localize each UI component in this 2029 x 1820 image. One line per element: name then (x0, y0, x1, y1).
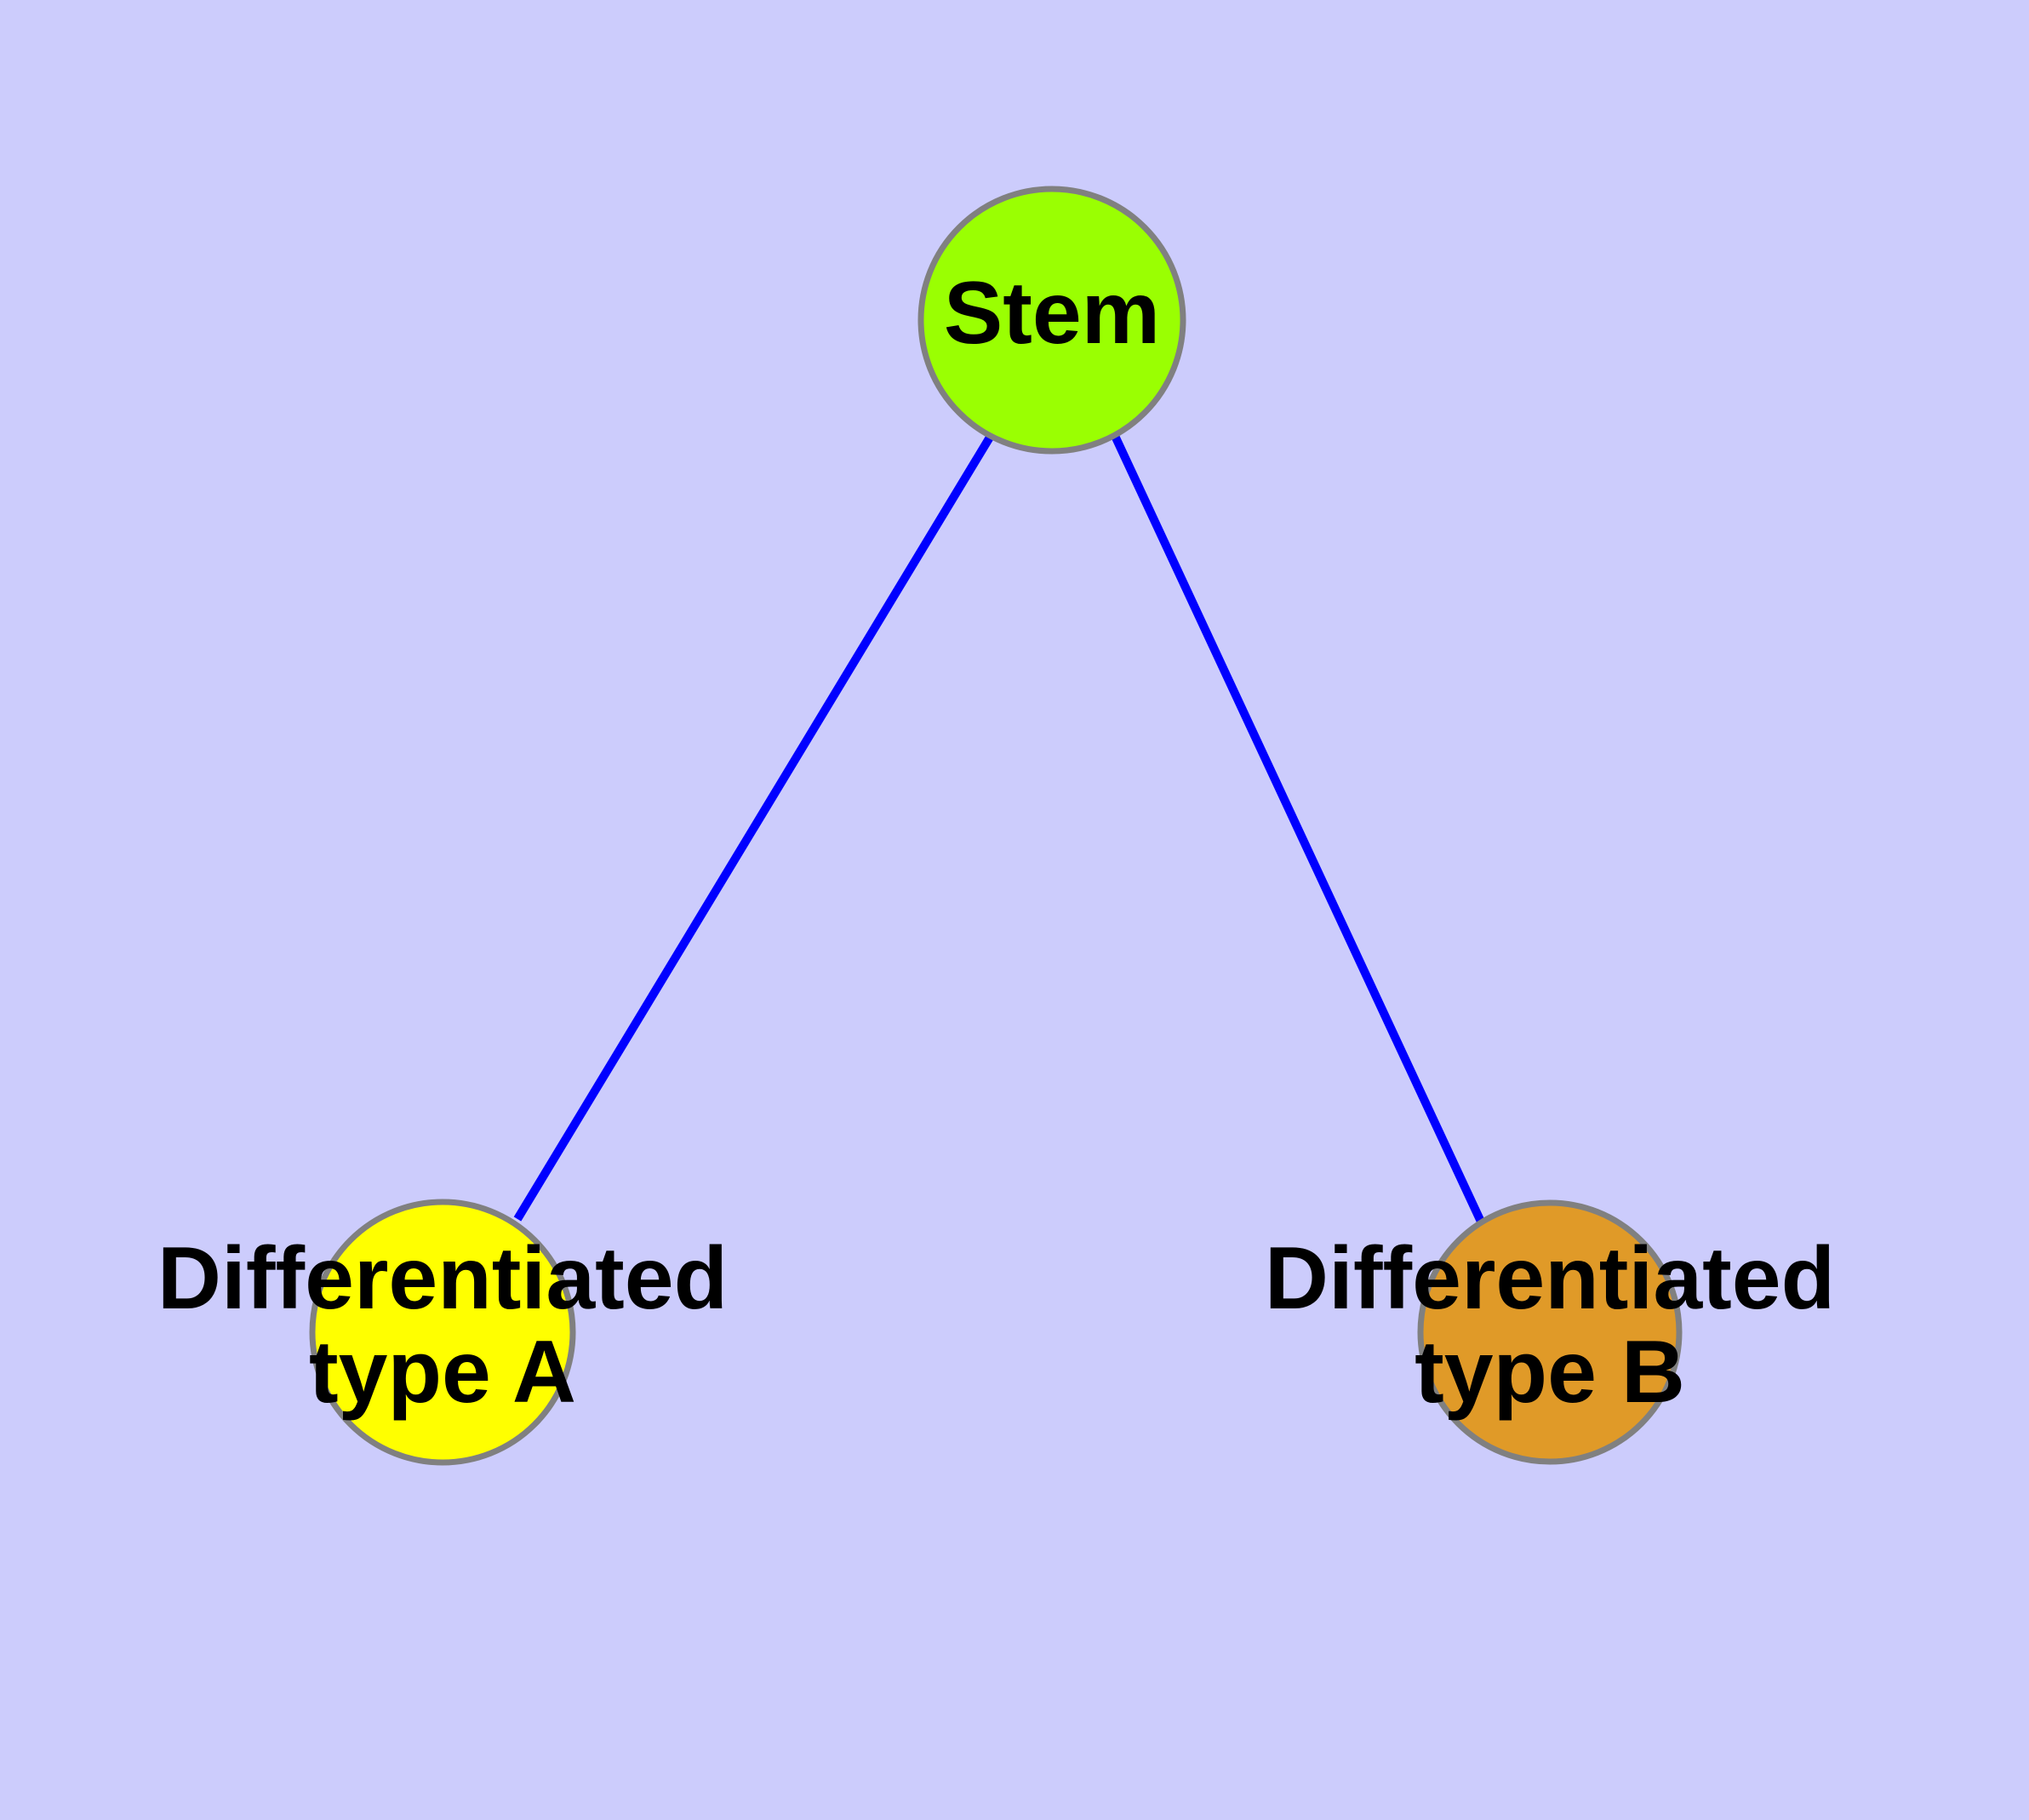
node-label-line: type B (1415, 1324, 1685, 1422)
node-circle-stem[interactable] (917, 186, 1186, 455)
edge-stem-to-diff-a[interactable] (513, 433, 995, 1222)
node-label-stem: Stem (944, 264, 1160, 363)
node-label-line: type A (309, 1324, 576, 1422)
node-label-line: Differentiated (157, 1229, 728, 1328)
node-label-line: Differentiated (1265, 1229, 1835, 1328)
node-label-line: Stem (944, 264, 1160, 363)
edges-group (513, 433, 1485, 1224)
edge-stem-to-diff-b[interactable] (1111, 433, 1485, 1224)
node-circle-diff_b[interactable] (1417, 1199, 1683, 1465)
node-circle-diff_a[interactable] (309, 1199, 576, 1466)
nodes-group (309, 186, 1683, 1466)
